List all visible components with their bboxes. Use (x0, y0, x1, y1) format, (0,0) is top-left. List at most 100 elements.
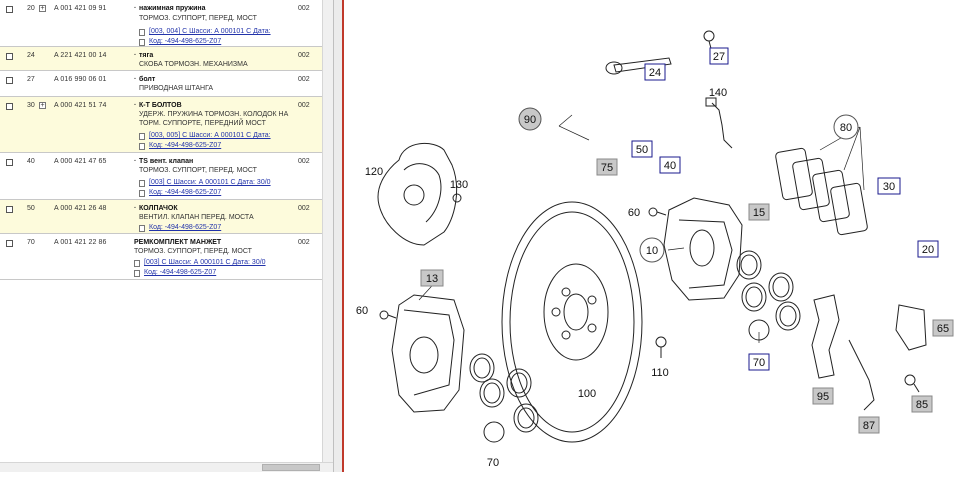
code-link[interactable]: Код: -494-498-625-Z07 (149, 38, 222, 45)
table-row[interactable]: 50 A 000 421 26 48 · КОЛПАЧОК ВЕНТИЛ. КЛ… (0, 200, 322, 234)
table-row[interactable]: 27 A 016 990 06 01 · болт ПРИВОДНАЯ ШТАН… (0, 71, 322, 97)
dust-shield-drawing (377, 142, 458, 246)
caliper-left-drawing (391, 294, 465, 413)
svg-text:90: 90 (524, 114, 536, 126)
svg-text:30: 30 (883, 181, 895, 193)
svg-text:75: 75 (601, 162, 613, 174)
footnote-link[interactable]: [003] С Шасси: А 000101 С Дата: 30/0 (149, 179, 271, 186)
row-checkbox[interactable] (6, 206, 13, 213)
table-row[interactable]: 30 + A 000 421 51 74 · К-Т БОЛТОВ УДЕРЖ.… (0, 97, 322, 153)
document-icon (139, 29, 145, 36)
brake-pads-drawing (775, 147, 868, 236)
part-description: ТОРМОЗ. СУППОРТ, ПЕРЕД. МОСТ (139, 167, 257, 174)
code-link[interactable]: Код: -494-498-625-Z07 (149, 189, 222, 196)
callout-13[interactable]: 13 (420, 269, 444, 287)
table-row[interactable]: 24 A 221 421 00 14 · тяга СКОБА ТОРМОЗН.… (0, 47, 322, 71)
vertical-scrollbar[interactable] (322, 0, 333, 462)
footnote-link[interactable]: [003] С Шасси: А 000101 С Дата: 30/0 (144, 259, 266, 266)
row-checkbox[interactable] (6, 77, 13, 84)
part-description: ТОРМ. СУППОРТЕ, ПЕРЕДНИЙ МОСТ (139, 120, 266, 127)
svg-text:20: 20 (922, 244, 934, 256)
row-checkbox[interactable] (6, 6, 13, 13)
spring-drawing (848, 339, 875, 411)
document-icon (139, 143, 145, 150)
code-link[interactable]: Код: -494-498-625-Z07 (144, 269, 217, 276)
label-70-left[interactable]: 70 (487, 457, 499, 469)
label-100[interactable]: 100 (578, 388, 596, 400)
position-number: 50 (27, 205, 35, 212)
plain-callouts: 140 120 130 60 60 100 110 70 (356, 87, 727, 469)
quantity: 002 (298, 52, 310, 59)
callout-30[interactable]: 30 (877, 177, 901, 195)
document-icon (139, 180, 145, 187)
quantity: 002 (298, 158, 310, 165)
svg-text:24: 24 (649, 67, 661, 79)
part-name: болт (139, 76, 156, 83)
panel-splitter[interactable] (333, 0, 343, 472)
part-number: A 016 990 06 01 (54, 76, 107, 83)
callout-95[interactable]: 95 (812, 387, 834, 405)
callout-70-right[interactable]: 70 (748, 353, 770, 371)
document-icon (134, 270, 140, 277)
callout-65[interactable]: 65 (932, 319, 954, 337)
part-number: A 000 421 47 65 (54, 158, 107, 165)
expand-button[interactable]: + (39, 102, 46, 109)
callout-20[interactable]: 20 (917, 240, 939, 258)
table-row[interactable]: 40 A 000 421 47 65 · TS вент. клапан ТОР… (0, 153, 322, 200)
callout-24[interactable]: 24 (644, 63, 666, 81)
row-checkbox[interactable] (6, 53, 13, 60)
svg-text:50: 50 (636, 144, 648, 156)
part-name: TS вент. клапан (139, 158, 194, 165)
callout-85[interactable]: 85 (911, 395, 933, 413)
callout-50[interactable]: 50 (631, 140, 653, 158)
quantity: 002 (298, 102, 310, 109)
brake-disc-drawing (501, 201, 643, 443)
caliper-right-drawing (663, 197, 743, 301)
label-110[interactable]: 110 (651, 367, 669, 379)
diagram-canvas: 27 24 15 30 20 40 50 75 70 95 87 85 65 9… (356, 30, 954, 469)
table-row[interactable]: 20 + A 001 421 09 91 · нажимная пружина … (0, 0, 322, 47)
callout-27[interactable]: 27 (709, 47, 729, 65)
callout-87[interactable]: 87 (858, 416, 880, 434)
seal-rings-right-drawing (736, 250, 801, 341)
callout-90[interactable]: 90 (518, 107, 542, 131)
row-checkbox[interactable] (6, 240, 13, 247)
label-130[interactable]: 130 (450, 179, 468, 191)
callout-10[interactable]: 10 (639, 237, 665, 263)
boxed-callouts: 27 24 15 30 20 40 50 75 70 95 87 85 65 (596, 47, 954, 434)
part-description: ПРИВОДНАЯ ШТАНГА (139, 85, 214, 92)
expand-button[interactable]: + (39, 5, 46, 12)
label-60-upper[interactable]: 60 (628, 207, 640, 219)
position-number: 40 (27, 158, 35, 165)
quantity: 002 (298, 205, 310, 212)
footnote-link[interactable]: [003, 005] С Шасси: А 000101 С Дата: (149, 132, 271, 139)
label-60-lower[interactable]: 60 (356, 305, 368, 317)
part-description: УДЕРЖ. ПРУЖИНА ТОРМОЗН. КОЛОДОК НА (139, 111, 289, 118)
code-link[interactable]: Код: -494-498-625-Z07 (149, 142, 222, 149)
callout-15[interactable]: 15 (748, 203, 770, 221)
part-number: A 001 421 22 86 (54, 239, 107, 246)
quantity: 002 (298, 239, 310, 246)
position-number: 30 (27, 102, 35, 109)
table-row[interactable]: 70 A 001 421 22 86 РЕМКОМПЛЕКТ МАНЖЕТ ТО… (0, 234, 322, 280)
horizontal-scrollbar[interactable] (0, 462, 333, 472)
svg-text:13: 13 (426, 273, 438, 285)
callout-75[interactable]: 75 (596, 158, 618, 176)
svg-text:85: 85 (916, 399, 928, 411)
code-link[interactable]: Код: -494-498-625-Z07 (149, 224, 222, 231)
row-checkbox[interactable] (6, 103, 13, 110)
document-icon (139, 225, 145, 232)
footnote-link[interactable]: [003, 004] С Шасси: А 000101 С Дата: (149, 28, 271, 35)
part-name: К-Т БОЛТОВ (139, 102, 182, 109)
svg-text:87: 87 (863, 420, 875, 432)
callout-40[interactable]: 40 (659, 156, 681, 174)
guide-pin-drawing (605, 57, 672, 75)
bracket-drawing (811, 294, 840, 379)
row-checkbox[interactable] (6, 159, 13, 166)
label-120[interactable]: 120 (365, 166, 383, 178)
callout-80[interactable]: 80 (833, 114, 859, 140)
part-description: ТОРМОЗ. СУППОРТ, ПЕРЕД. МОСТ (139, 15, 257, 22)
part-description: ВЕНТИЛ. КЛАПАН ПЕРЕД. МОСТА (139, 214, 254, 221)
scrollbar-thumb[interactable] (262, 464, 320, 471)
label-140[interactable]: 140 (709, 87, 727, 99)
